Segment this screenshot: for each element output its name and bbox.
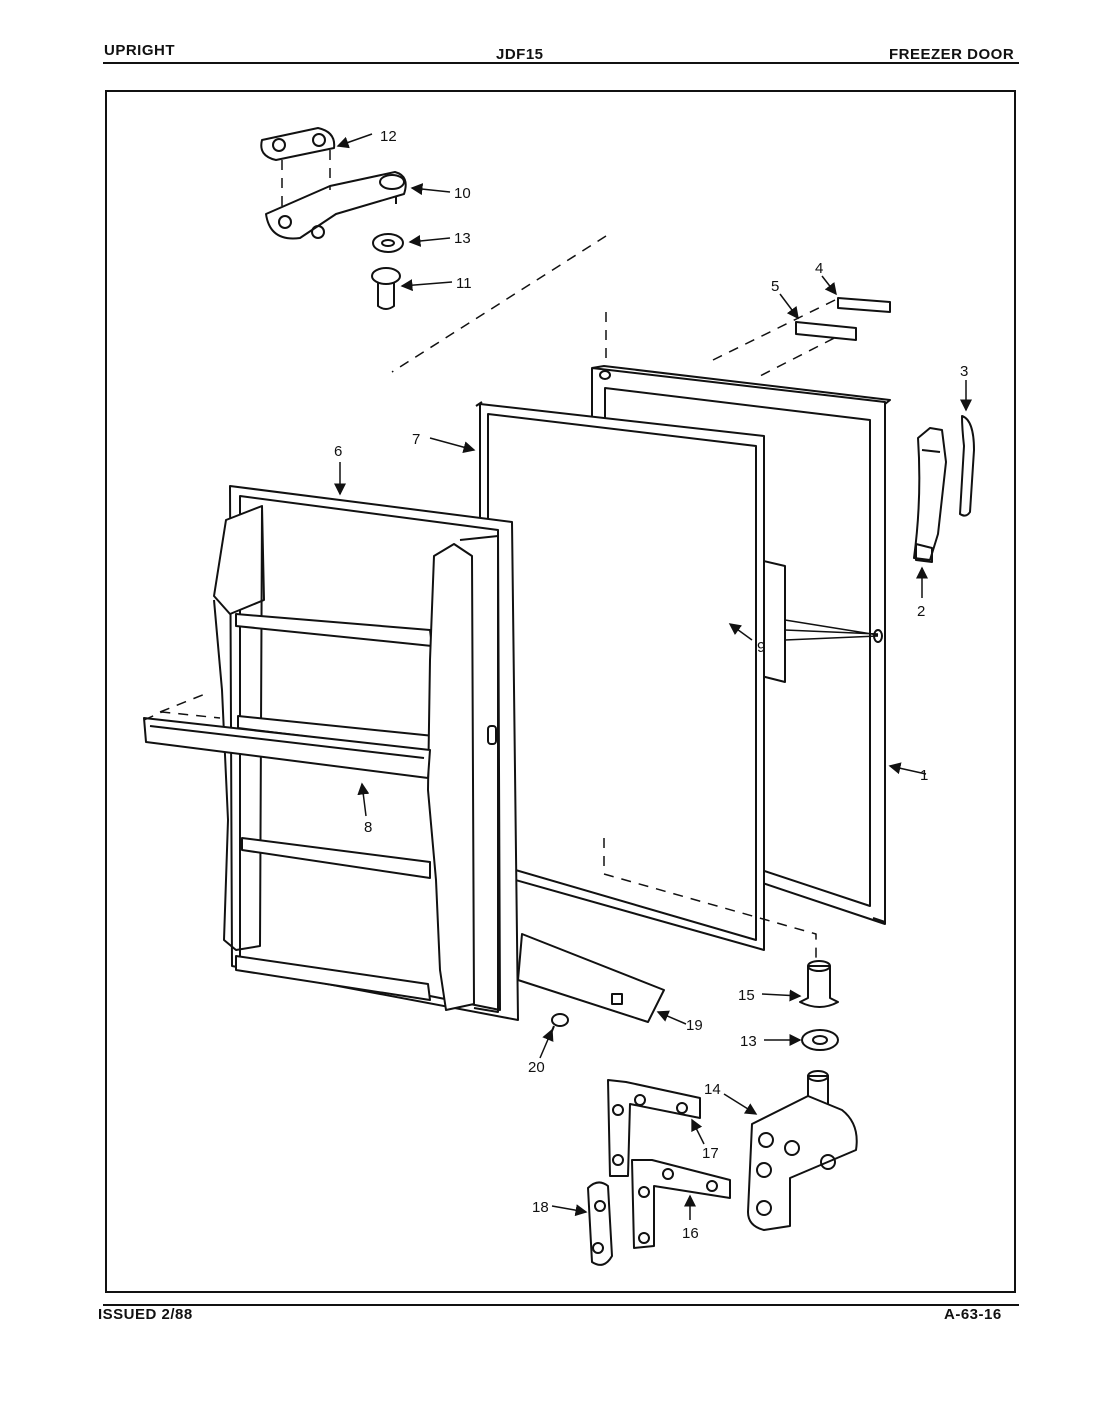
callout-2: 2 <box>917 603 925 620</box>
callout-17: 17 <box>702 1145 719 1162</box>
part-16-angle-bracket <box>631 1159 731 1249</box>
callout-19: 19 <box>686 1017 703 1034</box>
part-4-trim-strip <box>837 297 891 313</box>
part-5-trim-strip <box>795 321 857 341</box>
footer-page-code: A-63-16 <box>944 1306 1002 1323</box>
callout-5: 5 <box>771 278 779 295</box>
callout-16: 16 <box>682 1225 699 1242</box>
header-rule <box>103 62 1019 64</box>
callout-9: 9 <box>757 639 765 656</box>
part-6-inner-door-liner <box>213 485 519 1021</box>
part-13-washer-top <box>372 233 404 253</box>
callout-18: 18 <box>532 1199 549 1216</box>
callout-20: 20 <box>528 1059 545 1076</box>
part-13-washer-bottom <box>801 1029 839 1051</box>
part-10-top-hinge <box>265 171 407 240</box>
callout-14: 14 <box>704 1081 721 1098</box>
part-8-shelf-bar <box>143 691 431 779</box>
part-14-bottom-hinge <box>747 1070 858 1231</box>
callout-1: 1 <box>920 767 928 784</box>
header-model-label: JDF15 <box>496 46 544 63</box>
footer-issued-label: ISSUED 2/88 <box>98 1306 193 1323</box>
callout-4: 4 <box>815 260 823 277</box>
header-section-label: FREEZER DOOR <box>889 46 1015 63</box>
callout-13-top: 13 <box>454 230 471 247</box>
part-15-hinge-pin <box>799 960 839 1008</box>
callout-13-bottom: 13 <box>740 1033 757 1050</box>
part-2-handle <box>913 427 947 563</box>
diagram-frame <box>105 90 1016 1293</box>
part-7-door-gasket <box>475 401 765 951</box>
header-left-label: UPRIGHT <box>104 42 175 59</box>
callout-10: 10 <box>454 185 471 202</box>
callout-11: 11 <box>456 275 472 292</box>
part-11-bushing <box>371 267 401 310</box>
callout-12: 12 <box>380 128 397 145</box>
part-17-angle-bracket <box>607 1079 701 1177</box>
footer-rule <box>103 1304 1019 1306</box>
part-12-hinge-shim <box>260 127 336 161</box>
part-3-handle-trim <box>959 415 975 517</box>
part-18-spacer-plate <box>587 1181 613 1266</box>
part-19-bottom-trim <box>517 933 665 1023</box>
callout-15: 15 <box>738 987 755 1004</box>
callout-6: 6 <box>334 443 342 460</box>
part-20-screw <box>549 1013 569 1037</box>
callout-7: 7 <box>412 431 420 448</box>
callout-8: 8 <box>364 819 372 836</box>
callout-3: 3 <box>960 363 968 380</box>
